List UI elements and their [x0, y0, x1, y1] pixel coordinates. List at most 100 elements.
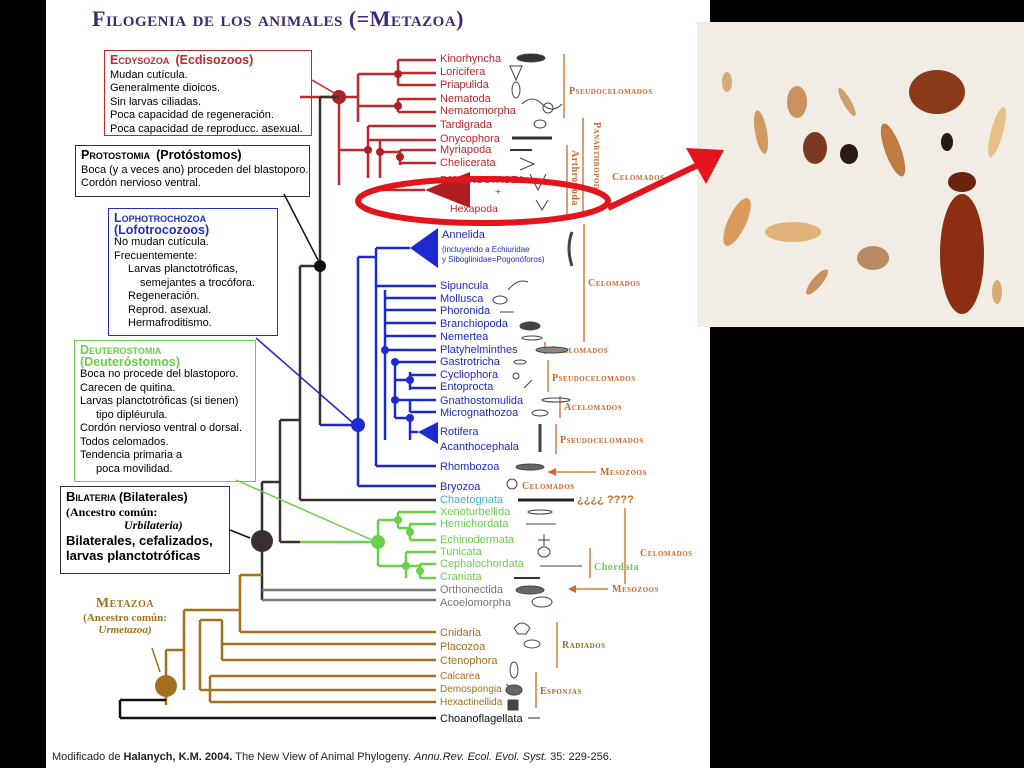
taxon-label: Onycophora — [440, 133, 501, 145]
group-label-mesozoos: Mesozoos — [600, 467, 647, 478]
acoelomorpha-sketch — [531, 596, 553, 608]
taxon-label: Entoprocta — [440, 381, 494, 393]
lophotrochozoa-title2: (Lofotrocozoos) — [114, 223, 210, 237]
taxon-label: Tardigrada — [440, 119, 493, 131]
taxon-label: Gastrotricha — [440, 356, 501, 368]
group-label-acelomados: Acelomados — [550, 345, 608, 356]
node — [416, 567, 424, 575]
bilateria-line: Urbilateria) — [124, 518, 183, 532]
organism-thumbnails — [492, 53, 582, 719]
citation-prefix: Modificado de — [52, 751, 124, 763]
group-label-celomados: Celomados — [640, 548, 693, 559]
mollusca-sketch — [492, 295, 508, 305]
group-label-celomados: Celomados — [612, 172, 665, 183]
lophotrochozoa-line: Larvas planctotróficas, — [128, 263, 239, 275]
ctenophora-sketch — [509, 661, 519, 679]
deuterostomia-line: Larvas planctotróficas (si tienen) — [80, 395, 239, 407]
taxon-label-chaetognata: Chaetognata — [440, 494, 504, 506]
page-title: Filogenia de los animales (=Metazoa) — [92, 6, 465, 31]
orthonectida-sketch — [515, 585, 545, 595]
water-bug-shape — [803, 132, 827, 164]
arthropods-photo — [697, 22, 1024, 327]
group-label-radiados: Radiados — [562, 640, 606, 651]
group-labels-basal: Radiados Esponjas — [540, 640, 606, 697]
deuterostomia-taxa: Xenoturbellida Hemichordata Echinodermat… — [440, 506, 525, 583]
deuterostomia-title: Deuterostomia — [80, 343, 162, 357]
taxon-label: Bryozoa — [440, 481, 481, 493]
taxon-label: Acanthocephala — [440, 441, 520, 453]
deuterostomia-line: Carecen de quitina. — [80, 381, 176, 394]
deuterostomia-box: Deuterostomia (Deuteróstomos) Boca no pr… — [74, 340, 256, 482]
lophotrochozoa-line: Regeneración. — [128, 290, 200, 302]
lophotrochozoa-line: No mudan cutícula. — [114, 236, 209, 248]
deuterostomia-title2: (Deuteróstomos) — [80, 355, 181, 369]
group-label-celomados: Celomados — [522, 481, 575, 492]
taxon-label: Cephalochordata — [440, 558, 525, 570]
node — [402, 562, 410, 570]
taxon-label: Cycliophora — [440, 369, 499, 381]
taxon-label: Mollusca — [440, 293, 484, 305]
node — [394, 102, 402, 110]
arrowhead — [548, 468, 556, 476]
isopod-shape — [857, 246, 889, 270]
arthropods-illustration — [697, 22, 1024, 327]
crustacean-shape — [765, 222, 821, 242]
citation-title: The New View of Animal Phylogeny. — [232, 751, 414, 763]
deuterostomia-line: poca movilidad. — [96, 462, 173, 475]
taxon-label-choanoflagellata: Choanoflagellata — [440, 713, 523, 725]
small-bug-shape — [722, 72, 732, 92]
taxon-label: PANCRUSTACEA — [440, 174, 525, 186]
loricifera-sketch — [509, 65, 523, 82]
node — [364, 146, 372, 154]
taxon-label: Craniata — [440, 571, 482, 583]
ecdysozoa-title: Ecdysozoa — [110, 53, 170, 67]
taxon-label: Phoronida — [440, 305, 491, 317]
group-label-pseudocelomados: Pseudocelomados — [569, 86, 653, 97]
arrowhead — [568, 585, 576, 593]
protostomia-line: Boca (y a veces ano) proceden del blasto… — [81, 163, 309, 176]
deuterostomia-branches — [300, 510, 436, 580]
branchiopoda-sketch — [519, 321, 541, 331]
metazoa-label: Metazoa (Ancestro común: Urmetazoa) — [70, 596, 180, 636]
taxon-label: Loricifera — [440, 66, 486, 78]
bilateria-line: (Ancestro común: — [66, 504, 158, 519]
protostomia-title2: (Protóstomos) — [156, 148, 242, 162]
ecdysozoa-line: Sin larvas ciliadas. — [110, 95, 202, 108]
lophotrochozoa-title: Lophotrochozoa — [114, 211, 207, 225]
taxon-label: Annelida — [442, 229, 486, 241]
node — [406, 414, 414, 422]
platyhelminthes-sketch — [535, 346, 569, 354]
rhombozoa-sketch — [515, 463, 545, 471]
node — [396, 153, 404, 161]
mayfly-larva-shape — [753, 110, 769, 154]
taxon-label: Micrognathozoa — [440, 407, 519, 419]
lophotrochozoa-line: Frecuentemente: — [114, 249, 198, 262]
tunicata-sketch — [537, 546, 551, 558]
ecdysozoa-line: Poca capacidad de regeneración. — [110, 109, 274, 121]
metazoa-branches — [164, 573, 436, 705]
ecdysozoa-line: Poca capacidad de reproducc. asexual. — [110, 122, 303, 135]
chaetognata-note: ¿¿¿¿ ???? — [577, 494, 634, 506]
taxon-label: Priapulida — [440, 79, 490, 91]
shrimp-shape — [723, 198, 751, 246]
ecdysozoa-line: Generalmente dioicos. — [110, 82, 221, 94]
taxon-label: Platyhelminthes — [440, 344, 518, 356]
taxon-label: Xenoturbellida — [440, 506, 511, 518]
taxon-label: Placozoa — [440, 641, 486, 653]
taxon-label: Rotifera — [440, 426, 479, 438]
group-label-acelomados: Acelomados — [564, 402, 622, 413]
lophotrochozoa-branches — [320, 246, 436, 488]
nemertea-sketch — [521, 335, 543, 341]
node — [381, 346, 389, 354]
taxon-label: Kinorhyncha — [440, 53, 502, 65]
mesozoa-taxa: Orthonectida Acoelomorpha — [440, 584, 512, 609]
group-brackets — [535, 54, 626, 708]
crustacea-sketch — [529, 173, 547, 192]
taxon-note: y Siboglinidae=Pogonóforos) — [442, 255, 545, 264]
group-label-panarthropoda: Panarthropoda — [591, 122, 602, 195]
lophotrochozoa-line: Hermafroditismo. — [128, 317, 212, 329]
taxon-label: Calcarea — [440, 671, 480, 682]
dark-bug-shape — [840, 144, 858, 164]
bilateria-line: Bilaterales, cefalizados, — [66, 532, 213, 548]
bryozoa-sketch — [506, 478, 518, 490]
